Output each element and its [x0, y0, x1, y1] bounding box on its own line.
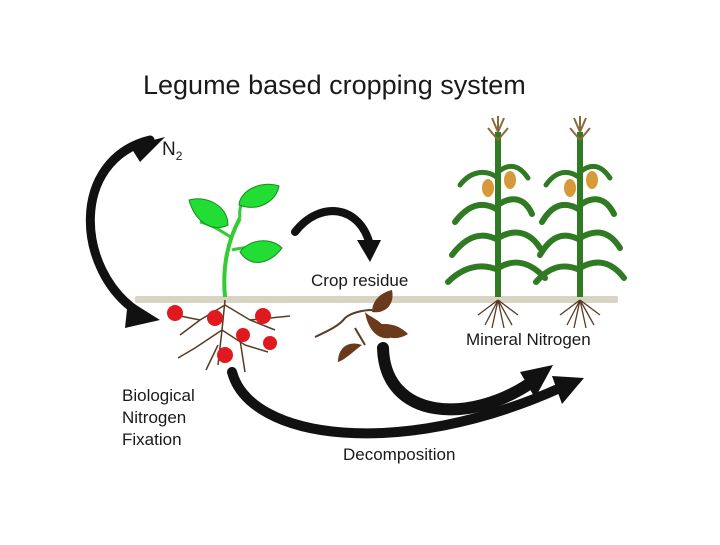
legume-roots: [174, 299, 291, 373]
crop-residue-label: Crop residue: [311, 271, 409, 290]
root-nodule-icon: [167, 305, 277, 363]
n2-subscript: 2: [175, 148, 183, 163]
n2-base: N: [162, 139, 176, 160]
corn-roots: [477, 299, 601, 329]
n2-label: N2: [162, 139, 182, 164]
bnf-line-1: Biological: [122, 386, 195, 405]
bnf-line-3: Fixation: [122, 430, 182, 450]
legume-plant-icon: [188, 183, 283, 298]
diagram-title: Legume based cropping system: [143, 70, 526, 100]
bnf-line-2: Nitrogen: [122, 408, 187, 428]
decomposition-label: Decomposition: [343, 445, 456, 464]
decomposition-arrows: [227, 342, 584, 439]
corn-plant-icon: [445, 116, 627, 297]
n2-fixation-arrow: [85, 135, 165, 328]
crop-residue-arrow: [291, 207, 381, 262]
biological-nitrogen-fixation-label: Biological Nitrogen Fixation: [122, 385, 195, 451]
crop-residue-leaf-icon: [314, 290, 408, 362]
mineral-nitrogen-label: Mineral Nitrogen: [466, 330, 591, 349]
